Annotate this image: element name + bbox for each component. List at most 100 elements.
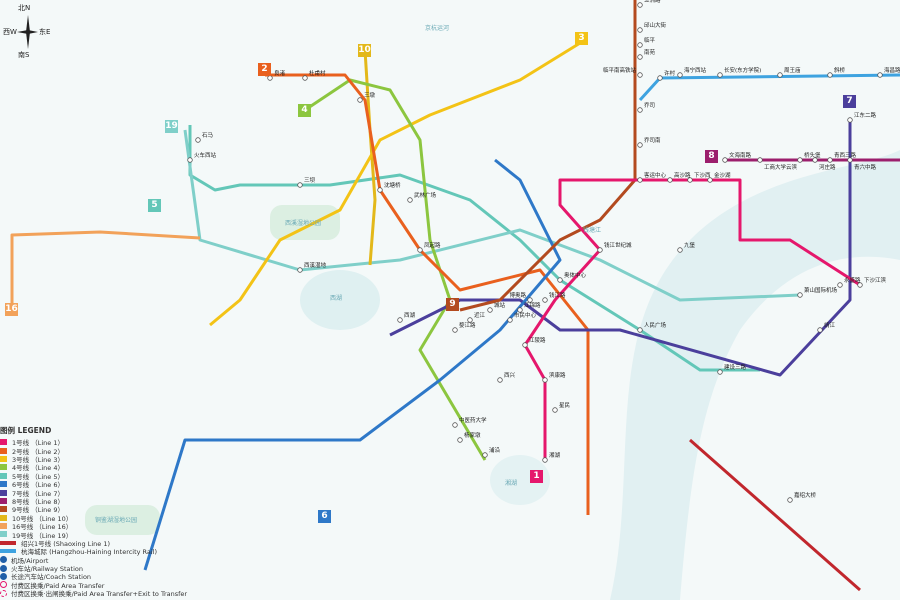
station-label[interactable]: 海昌路 (884, 66, 900, 74)
station-label[interactable]: 桥头堡 (804, 151, 821, 159)
station-marker[interactable] (497, 377, 503, 383)
station-label[interactable]: 良渚 (274, 69, 286, 77)
station-marker[interactable] (637, 27, 643, 33)
station-marker[interactable] (722, 157, 728, 163)
station-label[interactable]: 婺江路 (459, 321, 476, 329)
station-marker[interactable] (407, 197, 413, 203)
station-marker[interactable] (877, 72, 883, 78)
station-marker[interactable] (542, 457, 548, 463)
line-badge-16[interactable]: 16 (5, 303, 18, 316)
station-marker[interactable] (812, 157, 818, 163)
station-label[interactable]: 钱江路 (549, 291, 566, 299)
station-label[interactable]: 河庄路 (819, 163, 836, 171)
station-marker[interactable] (637, 72, 643, 78)
station-label[interactable]: 下沙西 (694, 172, 711, 179)
station-label[interactable]: 星民 (559, 402, 571, 409)
station-label[interactable]: 湘湖 (549, 451, 561, 459)
station-label[interactable]: 凤起路 (424, 241, 441, 249)
station-marker[interactable] (797, 157, 803, 163)
station-label[interactable]: 江东二路 (854, 111, 877, 119)
station-label[interactable]: 人民广场 (644, 321, 667, 329)
station-marker[interactable] (377, 187, 383, 193)
station-label[interactable]: 临平 (644, 36, 656, 44)
line-badge-9[interactable]: 9 (446, 298, 459, 311)
station-marker[interactable] (707, 177, 713, 183)
station-marker[interactable] (637, 142, 643, 148)
line-badge-1[interactable]: 1 (530, 470, 543, 483)
station-marker[interactable] (817, 327, 823, 333)
station-marker[interactable] (487, 307, 493, 313)
station-label[interactable]: 江陵路 (529, 336, 546, 344)
station-marker[interactable] (522, 342, 528, 348)
station-label[interactable]: 许村 (664, 69, 676, 77)
station-label[interactable]: 九堡 (684, 241, 696, 249)
station-label[interactable]: 滨康路 (549, 371, 566, 379)
station-marker[interactable] (267, 75, 273, 81)
line-badge-19[interactable]: 19 (165, 120, 178, 133)
station-marker[interactable] (637, 107, 643, 113)
station-marker[interactable] (297, 182, 303, 188)
station-marker[interactable] (597, 247, 603, 253)
station-marker[interactable] (717, 369, 723, 375)
station-marker[interactable] (857, 282, 863, 288)
station-marker[interactable] (847, 157, 853, 163)
station-label[interactable]: 近江 (474, 311, 486, 319)
station-label[interactable]: 浦沿 (489, 446, 501, 454)
station-marker[interactable] (637, 327, 643, 333)
station-label[interactable]: 博奥路 (509, 291, 526, 299)
station-marker[interactable] (482, 452, 488, 458)
station-marker[interactable] (787, 497, 793, 503)
station-label[interactable]: 武林广场 (414, 191, 437, 199)
station-label[interactable]: 江锦路 (524, 301, 541, 309)
station-label[interactable]: 中医药大学 (459, 416, 487, 424)
station-label[interactable]: 靖江 (824, 321, 836, 329)
station-label[interactable]: 临平南高铁站 (603, 66, 637, 74)
station-label[interactable]: 杜甫村 (309, 69, 326, 77)
station-label[interactable]: 城站 (494, 301, 506, 309)
line-badge-8[interactable]: 8 (705, 150, 718, 163)
station-label[interactable]: 青西三路 (834, 151, 857, 159)
station-marker[interactable] (837, 282, 843, 288)
station-label[interactable]: 斜桥 (834, 66, 846, 74)
station-marker[interactable] (637, 54, 643, 60)
station-marker[interactable] (827, 157, 833, 163)
station-marker[interactable] (677, 72, 683, 78)
station-label[interactable]: 市民中心 (514, 311, 537, 319)
station-label[interactable]: 乔司 (644, 102, 655, 109)
station-marker[interactable] (757, 157, 763, 163)
station-label[interactable]: 三坝 (304, 176, 316, 184)
station-label[interactable]: 乔司南 (644, 136, 661, 144)
line-badge-5[interactable]: 5 (148, 199, 161, 212)
station-label[interactable]: 奥体中心 (564, 271, 587, 279)
station-label[interactable]: 邱山大街 (644, 21, 667, 29)
station-label[interactable]: 西湖 (404, 311, 416, 319)
station-label[interactable]: 石马 (202, 131, 214, 139)
station-label[interactable]: 西溪湿地 (304, 261, 327, 269)
line-badge-4[interactable]: 4 (298, 104, 311, 117)
station-marker[interactable] (847, 117, 853, 123)
station-marker[interactable] (637, 42, 643, 48)
station-label[interactable]: 杨家墩 (464, 431, 481, 439)
line-badge-2[interactable]: 2 (258, 63, 271, 76)
line-badge-6[interactable]: 6 (318, 510, 331, 523)
station-label[interactable]: 客运中心 (644, 171, 667, 179)
station-marker[interactable] (357, 97, 363, 103)
station-label[interactable]: 建设三路 (724, 363, 747, 371)
station-marker[interactable] (302, 75, 308, 81)
station-marker[interactable] (457, 437, 463, 443)
station-marker[interactable] (452, 327, 458, 333)
station-label[interactable]: 金沙湖 (714, 171, 731, 179)
station-marker[interactable] (667, 177, 673, 183)
station-marker[interactable] (777, 72, 783, 78)
station-label[interactable]: 长安(东方学院) (724, 66, 761, 74)
station-marker[interactable] (542, 377, 548, 383)
station-label[interactable]: 钱江世纪城 (604, 241, 632, 249)
line-badge-3[interactable]: 3 (575, 32, 588, 45)
station-marker[interactable] (517, 307, 523, 313)
station-label[interactable]: 火车西站 (194, 151, 217, 159)
station-marker[interactable] (195, 137, 201, 143)
station-label[interactable]: 文海南路 (729, 151, 752, 159)
station-label[interactable]: 萧山国际机场 (804, 286, 838, 294)
station-label[interactable]: 五洲路 (644, 0, 661, 4)
station-label[interactable]: 周王庙 (784, 66, 801, 74)
